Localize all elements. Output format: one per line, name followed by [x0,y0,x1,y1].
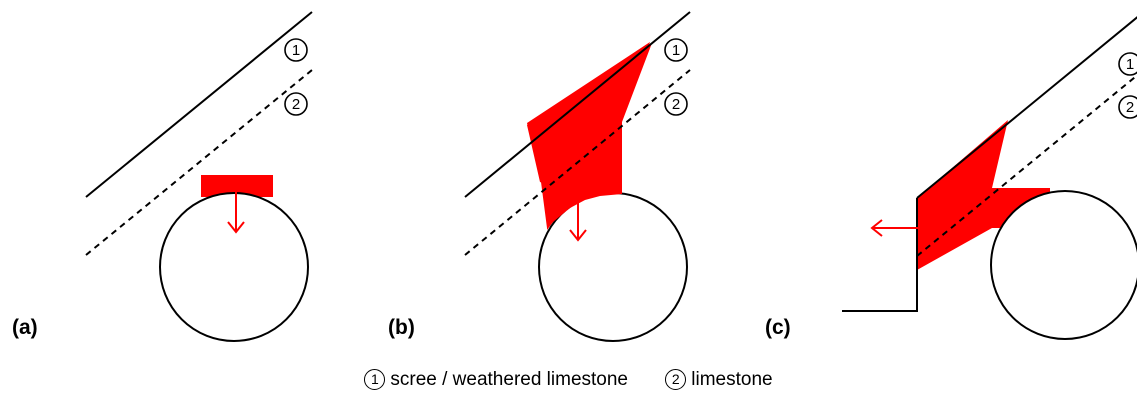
panel-c: 1 2 [842,16,1137,340]
layer-marker-2: 2 [1118,95,1137,119]
surface-line [464,11,691,198]
layer-marker-2: 2 [284,92,308,116]
excavation-profile [842,198,918,312]
legend-marker-1: 1 [364,369,386,390]
panel-label-a: (a) [12,316,38,339]
panel-b: 1 2 [464,11,691,342]
legend-label: scree / weathered limestone [390,369,628,390]
arrow-down-icon [227,190,245,234]
panel-label-c: (c) [765,316,791,339]
svg-text:1: 1 [292,42,300,59]
arrow-down-icon [569,198,587,242]
svg-text:2: 2 [292,96,300,113]
surface-line [85,11,313,198]
layer-marker-2: 2 [664,92,688,116]
svg-text:2: 2 [672,96,680,113]
failure-zone [201,175,273,197]
tunnel-circle [990,190,1137,340]
surface-line [916,16,1137,199]
legend-label: limestone [691,369,773,390]
svg-text:1: 1 [672,42,680,59]
layer-boundary-dashed [464,69,691,256]
tunnel-circle [159,192,309,342]
layer-marker-1: 1 [284,38,308,62]
panel-label-b: (b) [388,316,415,339]
layer-boundary-dashed [85,69,313,256]
arrow-left-icon [870,219,920,237]
failure-zone [547,190,622,228]
legend-marker-2: 2 [665,369,687,390]
panel-a: 1 2 [85,11,313,342]
svg-text:1: 1 [1126,56,1134,73]
layer-boundary-dashed [916,74,1137,257]
failure-zone [917,120,1050,270]
layer-marker-1: 1 [664,38,688,62]
failure-zone [527,42,650,228]
svg-text:2: 2 [1126,99,1134,116]
layer-marker-1: 1 [1118,52,1137,76]
